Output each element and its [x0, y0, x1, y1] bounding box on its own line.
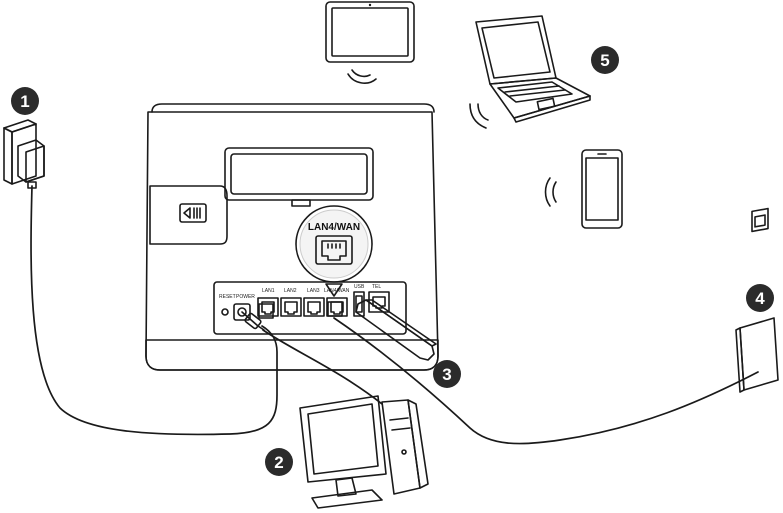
lan1-plug [258, 303, 274, 319]
laptop-wifi-icon [469, 103, 489, 129]
reset-label: RESET [219, 294, 236, 300]
badge-3-label: 3 [442, 365, 451, 384]
badge-1: 1 [11, 87, 39, 115]
badge-3: 3 [433, 360, 461, 388]
badge-5: 5 [591, 46, 619, 74]
power-label: POWER [236, 294, 255, 300]
lan2-label: LAN2 [284, 288, 297, 294]
ethernet-cable-wan [333, 317, 759, 445]
router: RESET POWER LAN1 LAN2 LAN3 LAN4/WAN USB … [145, 103, 439, 371]
ethernet-cable-lan1 [262, 329, 383, 405]
power-adapter [3, 119, 45, 189]
desktop-computer [299, 395, 429, 509]
usb-dongle [355, 299, 437, 361]
tablet [325, 1, 415, 63]
badge-1-label: 1 [20, 92, 29, 111]
wan-plug [327, 301, 343, 317]
badge-2-label: 2 [274, 453, 283, 472]
usb-label: USB [354, 284, 365, 290]
wall-phone-jack [735, 207, 779, 393]
laptop [475, 15, 591, 123]
tel-label: TEL [372, 284, 381, 290]
lan-ports [257, 297, 348, 317]
wan-callout: LAN4/WAN [295, 205, 373, 297]
lan3-label: LAN3 [307, 288, 320, 294]
badge-2: 2 [265, 448, 293, 476]
usb-port [353, 291, 365, 317]
badge-4: 4 [746, 284, 774, 312]
wan-callout-label: LAN4/WAN [308, 222, 360, 233]
smartphone [581, 149, 623, 229]
badge-5-label: 5 [600, 51, 609, 70]
tablet-wifi-icon [347, 69, 377, 84]
smartphone-wifi-icon [544, 177, 557, 207]
reset-hole [221, 308, 229, 316]
badge-4-label: 4 [755, 289, 765, 308]
lan1-label: LAN1 [262, 288, 275, 294]
power-port [233, 303, 251, 321]
power-cable [30, 185, 278, 436]
